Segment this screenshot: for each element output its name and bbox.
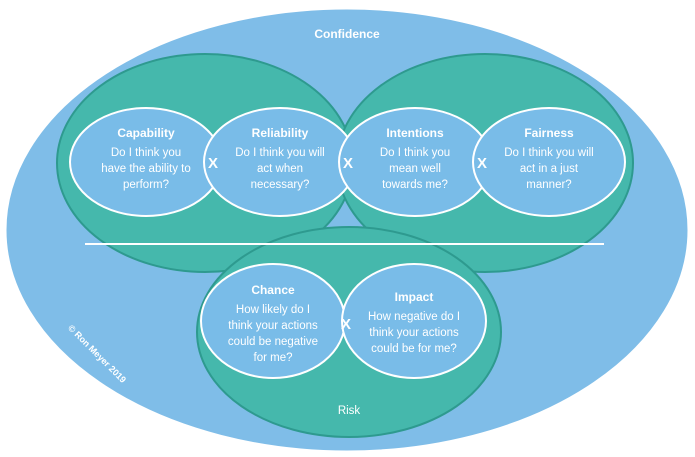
factor-title: Capability bbox=[117, 126, 175, 140]
factor-title: Fairness bbox=[524, 126, 574, 140]
factor-title: Chance bbox=[251, 283, 295, 297]
factor-line: act when bbox=[257, 163, 303, 175]
factor-ellipse-impact bbox=[341, 263, 487, 379]
factor-line: could be for me? bbox=[371, 343, 457, 355]
factor-line: Do I think you will bbox=[235, 147, 324, 159]
factor-line: could be negative bbox=[228, 336, 318, 348]
factor-intentions: Intentions Do I think you mean well towa… bbox=[380, 126, 450, 191]
factor-impact: Impact How negative do I think your acti… bbox=[368, 290, 460, 355]
factor-line: How negative do I bbox=[368, 311, 460, 323]
risk-label: Risk bbox=[338, 405, 361, 417]
factor-line: have the ability to bbox=[101, 163, 191, 175]
confidence-label: Confidence bbox=[314, 27, 380, 41]
factor-fairness: Fairness Do I think you will act in a ju… bbox=[504, 126, 593, 191]
multiply-sign: X bbox=[477, 155, 487, 172]
factor-capability: Capability Do I think you have the abili… bbox=[101, 126, 191, 191]
factor-ellipse-capability bbox=[69, 107, 223, 217]
factor-line: manner? bbox=[526, 179, 571, 191]
factor-line: think your actions bbox=[369, 327, 459, 339]
factor-line: for me? bbox=[254, 352, 293, 364]
factor-title: Reliability bbox=[252, 126, 309, 140]
factor-ellipse-fairness bbox=[472, 107, 626, 217]
multiply-sign: X bbox=[343, 155, 353, 172]
factor-chance: Chance How likely do I think your action… bbox=[228, 283, 318, 364]
factor-line: think your actions bbox=[228, 320, 318, 332]
factor-line: perform? bbox=[123, 179, 169, 191]
factor-line: necessary? bbox=[251, 179, 310, 191]
factor-line: How likely do I bbox=[236, 304, 310, 316]
multiply-sign: X bbox=[341, 316, 351, 333]
factor-line: act in a just bbox=[520, 163, 579, 175]
multiply-sign: X bbox=[208, 155, 218, 172]
factor-line: towards me? bbox=[382, 179, 448, 191]
factor-line: Do I think you bbox=[111, 147, 181, 159]
factor-title: Impact bbox=[395, 290, 434, 304]
factor-line: Do I think you bbox=[380, 147, 450, 159]
factor-reliability: Reliability Do I think you will act when… bbox=[235, 126, 324, 191]
factor-ellipse-intentions bbox=[338, 107, 492, 217]
factor-title: Intentions bbox=[386, 126, 444, 140]
factor-line: mean well bbox=[389, 163, 441, 175]
factor-line: Do I think you will bbox=[504, 147, 593, 159]
factor-ellipse-reliability bbox=[203, 107, 357, 217]
